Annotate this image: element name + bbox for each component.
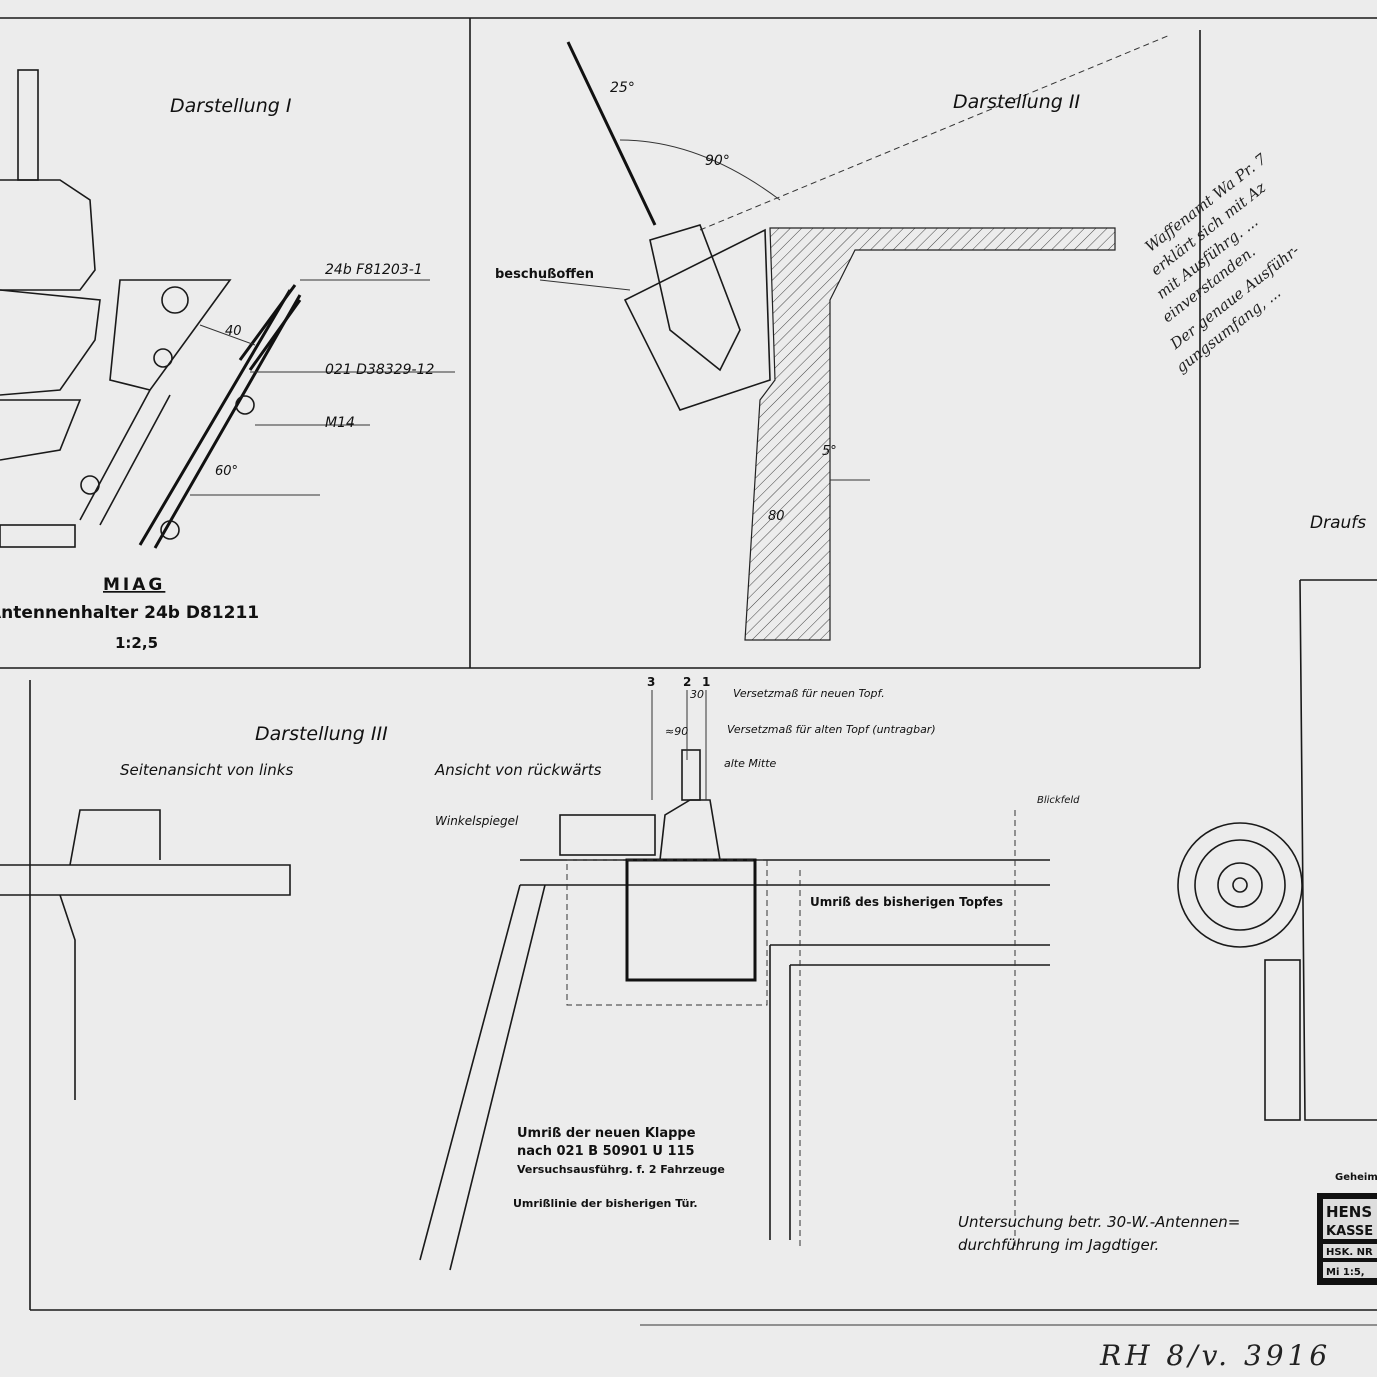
side-view-label: Seitenansicht von links	[120, 761, 293, 779]
old-center: alte Mitte	[724, 757, 777, 770]
rear-view-label: Ansicht von rückwärts	[434, 761, 602, 779]
angle-mirror: Winkelspiegel	[435, 814, 519, 828]
angle-90: 90°	[705, 153, 730, 169]
dimension-40: 40	[225, 324, 242, 339]
handwritten-note: Waffenamt Wa Pr. 7 erklärt sich mit Az m…	[1142, 150, 1303, 377]
frame-lines	[0, 17, 1377, 1326]
view-2-section: 25° 90° Darstellung II beschußoffen 5° 8…	[495, 34, 1171, 641]
angle-25: 25°	[610, 80, 635, 96]
holder-label: Antennenhalter 24b D81211	[0, 603, 259, 623]
view-1-antenna-holder: Darstellung I 24b F81203-1 021 D38329-12…	[0, 69, 455, 652]
part-number-2: 021 D38329-12	[325, 362, 434, 378]
svg-text:Mi 1:5,: Mi 1:5,	[1326, 1267, 1365, 1278]
svg-text:Geheim: Geheim	[1335, 1172, 1377, 1183]
angle-60: 60°	[215, 464, 238, 479]
dimension-90: ≈90	[665, 725, 688, 738]
view-3-side-and-rear: Darstellung III Seitenansicht von links …	[0, 675, 1080, 1271]
view-3-title: Darstellung III	[255, 723, 388, 745]
scale-label: 1:2,5	[115, 634, 158, 652]
title-stamp: Geheim HENS KASSE HSK. NR Mi 1:5,	[1317, 1172, 1377, 1285]
svg-text:KASSE: KASSE	[1326, 1224, 1373, 1239]
new-flap-trial: Versuchsausführg. f. 2 Fahrzeuge	[517, 1163, 725, 1176]
old-pot-outline: Umriß des bisherigen Topfes	[810, 895, 1003, 909]
dimension-30: 30	[690, 688, 704, 701]
maker-label: MIAG	[103, 575, 165, 595]
drawing-caption: Untersuchung betr. 30-W.-Antennen= durch…	[958, 1213, 1240, 1254]
new-flap-outline: Umriß der neuen Klappe	[517, 1126, 696, 1141]
mark-3: 3	[647, 675, 655, 689]
bolt-size: M14	[325, 415, 355, 431]
svg-text:Untersuchung betr. 30-W.-Anten: Untersuchung betr. 30-W.-Antennen=	[958, 1213, 1240, 1231]
part-number-1: 24b F81203-1	[325, 262, 423, 278]
archive-reference: RH 8/v. 3916	[1099, 1339, 1331, 1372]
offset-new-pot: Versetzmaß für neuen Topf.	[733, 687, 885, 700]
top-view-title: Draufs	[1310, 513, 1366, 533]
exposed-note: beschußoffen	[495, 267, 594, 282]
new-flap-drawing: nach 021 B 50901 U 115	[517, 1144, 695, 1159]
dimension-80: 80	[768, 509, 785, 524]
view-2-title: Darstellung II	[953, 91, 1080, 113]
svg-text:HENS: HENS	[1326, 1203, 1372, 1221]
view-top-partial: Draufs	[1177, 513, 1377, 1121]
field-of-view: Blickfeld	[1037, 795, 1080, 806]
old-door-outline: Umrißlinie der bisherigen Tür.	[513, 1197, 698, 1210]
svg-text:HSK. NR: HSK. NR	[1326, 1247, 1373, 1258]
angle-5: 5°	[822, 444, 837, 459]
view-1-title: Darstellung I	[170, 95, 292, 117]
mark-2: 2	[683, 675, 691, 689]
offset-old-pot: Versetzmaß für alten Topf (untragbar)	[727, 723, 936, 736]
svg-text:durchführung im Jagdtiger.: durchführung im Jagdtiger.	[958, 1236, 1159, 1254]
mark-1: 1	[702, 675, 710, 689]
